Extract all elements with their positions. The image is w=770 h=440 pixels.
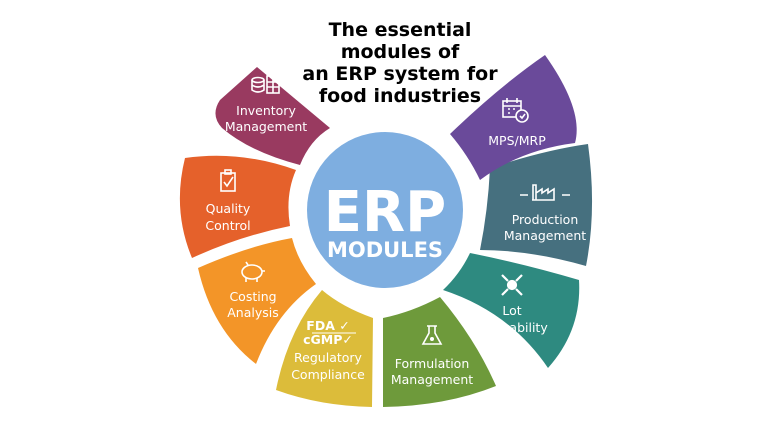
petal-costing-analysis xyxy=(198,238,316,364)
regulatory-badge-cgmp: cGMP✓ xyxy=(303,332,353,347)
production-label-1: Production xyxy=(512,212,579,227)
inventory-label-2: Management xyxy=(225,119,307,134)
petal-regulatory-compliance xyxy=(276,290,373,407)
formulation-label-1: Formulation xyxy=(395,356,470,371)
petal-formulation-management xyxy=(383,297,496,407)
mps-label: MPS/MRP xyxy=(488,133,546,148)
arrows-out-icon xyxy=(501,274,523,296)
title-line-1: The essential xyxy=(329,19,472,41)
costing-label-1: Costing xyxy=(229,289,276,304)
center-modules-text: MODULES xyxy=(327,238,443,262)
quality-label-2: Control xyxy=(205,218,250,233)
petal-lot-traceability xyxy=(443,253,580,368)
flask-icon xyxy=(421,325,443,345)
lot-label-2: Traceability xyxy=(475,320,548,335)
production-label-2: Management xyxy=(504,228,586,243)
regulatory-label-2: Compliance xyxy=(291,367,365,382)
formulation-label-2: Management xyxy=(391,372,473,387)
title-line-3: an ERP system for xyxy=(302,63,498,85)
clipboard-check-icon xyxy=(220,169,236,192)
factory-icon xyxy=(520,184,570,201)
petal-inventory-management xyxy=(215,67,330,165)
calendar-clock-icon xyxy=(502,98,529,123)
regulatory-badge-fda: FDA ✓ xyxy=(306,318,349,333)
costing-label-2: Analysis xyxy=(227,305,279,320)
center-erp-text: ERP xyxy=(324,180,446,245)
center-circle xyxy=(307,132,463,288)
quality-label-1: Quality xyxy=(206,201,251,216)
title-line-4: food industries xyxy=(319,85,481,107)
inventory-label-1: Inventory xyxy=(236,103,296,118)
petal-production-management xyxy=(480,144,593,266)
petal-quality-control xyxy=(179,155,296,258)
title-line-2: modules of xyxy=(341,41,460,63)
database-icon xyxy=(251,75,280,94)
piggy-bank-icon xyxy=(241,261,265,282)
lot-label-1: Lot xyxy=(502,303,521,318)
regulatory-label-1: Regulatory xyxy=(294,350,362,365)
